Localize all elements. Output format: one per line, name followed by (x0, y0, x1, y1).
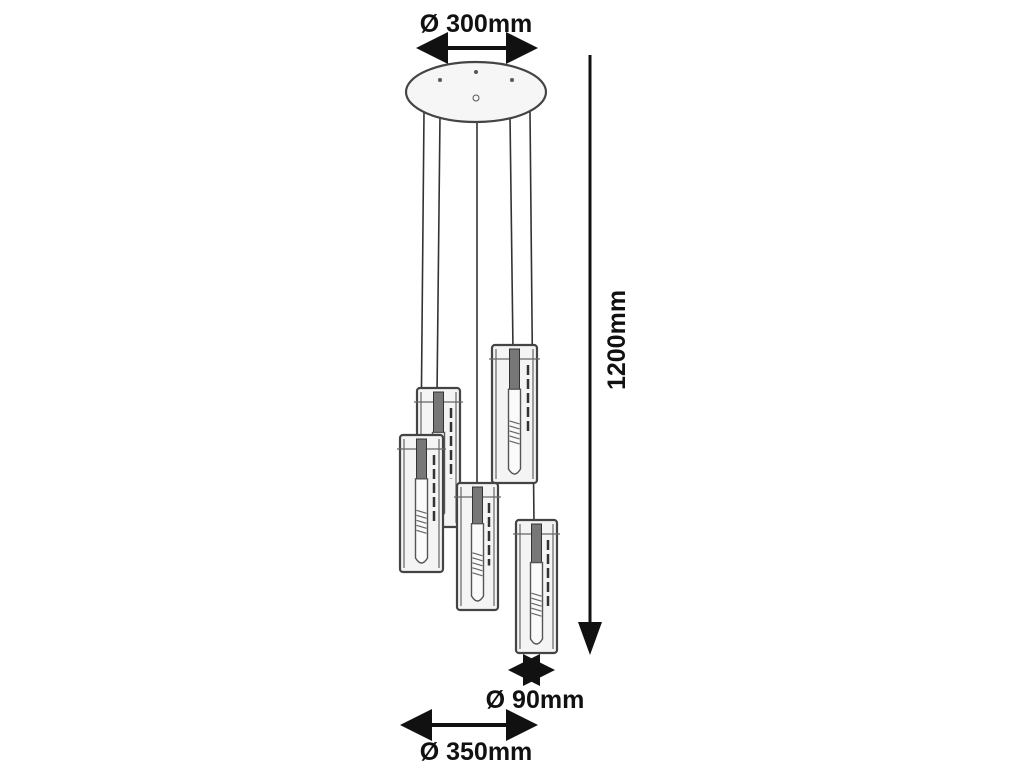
height-dimension: 1200mm (578, 55, 631, 655)
shades (397, 343, 560, 655)
shade (513, 518, 560, 655)
bulb (414, 478, 429, 564)
bulb (529, 561, 544, 645)
shade-diameter-label: Ø 90mm (486, 686, 585, 714)
cords (420, 111, 535, 526)
overall-diameter-dimension: Ø 350mm (400, 709, 538, 766)
canopy-diameter-dimension: Ø 300mm (416, 10, 538, 64)
canopy (404, 60, 548, 124)
height-label: 1200mm (603, 290, 631, 390)
shade (489, 343, 540, 485)
bulb (470, 522, 485, 602)
shade (397, 433, 446, 574)
shade-diameter-dimension: Ø 90mm (486, 654, 585, 714)
canopy-diameter-label: Ø 300mm (420, 10, 533, 38)
bulb (507, 388, 522, 475)
shade (454, 481, 501, 612)
overall-diameter-label: Ø 350mm (420, 738, 533, 766)
